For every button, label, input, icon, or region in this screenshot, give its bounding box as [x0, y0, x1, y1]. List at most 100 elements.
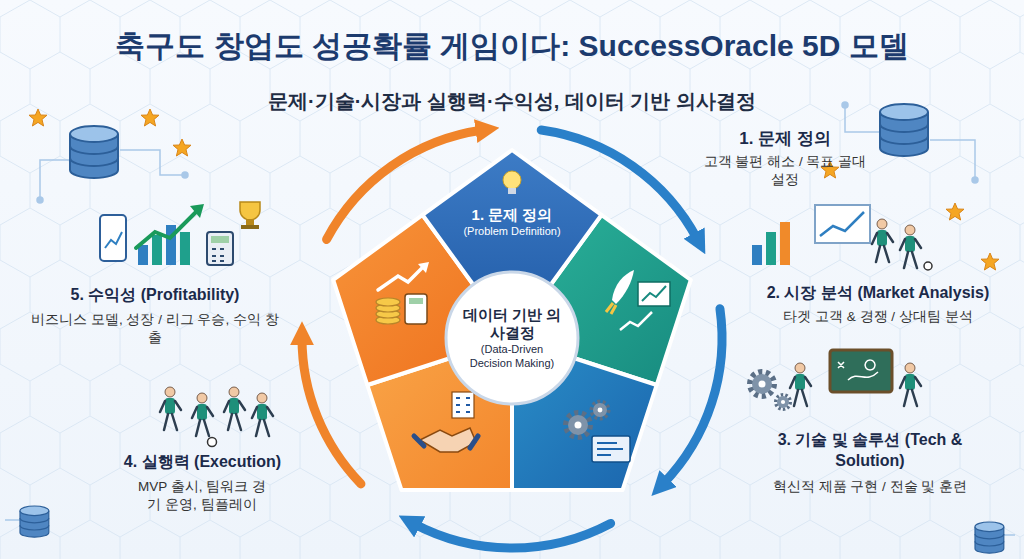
circuit-lines [972, 177, 978, 183]
profit-icon [376, 262, 429, 324]
rocket-icon [606, 303, 616, 314]
rocket-icon [620, 312, 652, 330]
growth-chart-icon [241, 225, 259, 229]
database-icon [880, 104, 928, 156]
tech-solution-icon [830, 350, 892, 392]
database-icon [975, 522, 1004, 553]
soccer-players [208, 438, 217, 447]
handshake-icon [452, 392, 474, 418]
growth-chart-icon [211, 236, 229, 243]
lightbulb-icon [508, 188, 516, 194]
soccer-players [224, 387, 245, 430]
center-circle-shape [446, 272, 578, 404]
circuit-lines [182, 172, 188, 178]
growth-chart-icon [100, 202, 260, 265]
node-heading: 데이터 기반 의사결정 [460, 306, 564, 344]
segment-icons [376, 262, 670, 462]
growth-chart-icon [180, 232, 190, 265]
star-icon [29, 109, 47, 126]
step-heading: 5. 수익성 (Profitability) [30, 285, 280, 306]
step-heading: 1. 문제 정의 [695, 128, 875, 150]
circuit-lines [842, 102, 848, 108]
market-analysis-icon [752, 245, 762, 265]
step-description: 타겟 고객 & 경쟁 / 상대팀 분석 [742, 308, 1014, 326]
profit-icon [409, 298, 423, 304]
growth-chart-icon [152, 235, 162, 265]
market-analysis-icon [780, 222, 790, 265]
market-analysis-icon [900, 225, 921, 268]
database-icon [20, 506, 49, 537]
cycle-arrows [302, 130, 722, 548]
step-description: 비즈니스 모델, 성장 / 리그 우승, 수익 창출 [30, 311, 280, 346]
tech-solution-icon [750, 350, 921, 409]
cycle-arrow [302, 338, 361, 484]
star-icon [141, 109, 159, 126]
lightbulb-icon [503, 171, 521, 189]
growth-chart-icon [138, 245, 148, 265]
profit-icon [378, 266, 424, 290]
profit-icon [376, 298, 400, 306]
step-description: 고객 불편 해소 / 목표 골대 설정 [695, 153, 875, 188]
market-analysis-icon [766, 232, 776, 265]
step-description: MVP 출시, 팀워크 경기 운영, 팀플레이 [132, 478, 272, 513]
star-icon [173, 139, 191, 156]
growth-chart-icon [100, 215, 126, 261]
tech-solution-icon [790, 363, 811, 406]
growth-chart-icon [212, 249, 224, 261]
profit-icon [405, 294, 427, 324]
circuit-lines [5, 519, 20, 521]
subtitle: 문제·기술·시장과 실행력·수익성, 데이터 기반 의사결정 [112, 88, 912, 114]
market-analysis-icon [924, 262, 932, 270]
handshake-icon [414, 436, 478, 448]
cycle-arrow [413, 523, 610, 548]
market-analysis-icon [872, 219, 893, 262]
node-heading: 1. 문제 정의 [432, 206, 592, 225]
title: 축구도 창업도 성공확률 게임이다: SuccessOracle 5D 모델 [115, 26, 909, 67]
circuit-lines [5, 102, 1015, 535]
gear-icon [566, 402, 630, 462]
circuit-lines [845, 105, 880, 132]
tech-solution-icon [838, 360, 878, 380]
gear-icon [566, 413, 590, 437]
growth-chart-icon [190, 204, 204, 218]
rocket-icon [606, 270, 670, 330]
handshake-icon [414, 392, 478, 452]
gear-icon [592, 402, 609, 419]
star-icon [946, 203, 964, 220]
node-subtitle: (Problem Definition) [432, 225, 592, 239]
center-circle: 데이터 기반 의사결정(Data-Driven Decision Making) [444, 270, 580, 406]
soccer-players [160, 387, 273, 447]
rocket-icon [638, 282, 670, 306]
gear-icon [597, 443, 623, 455]
circuit-lines [40, 160, 70, 200]
soccer-players [192, 393, 213, 436]
step-heading: 2. 시장 분석 (Market Analysis) [742, 283, 1014, 304]
tech-solution-icon [900, 363, 921, 406]
circuit-lines [37, 197, 43, 203]
star-icon [981, 253, 999, 270]
step-heading: 4. 실행력 (Execution) [100, 452, 305, 473]
cycle-arrow [663, 309, 722, 484]
soccer-players [252, 393, 273, 436]
growth-chart-icon [105, 232, 122, 248]
market-analysis-icon [815, 205, 870, 243]
rocket-icon [642, 286, 666, 301]
profit-icon [418, 262, 429, 273]
rocket-icon [612, 270, 634, 304]
step-heading: 3. 기술 및 솔루션 (Tech & Solution) [745, 430, 995, 472]
market-analysis-icon [752, 205, 932, 270]
database-icon [20, 104, 1004, 553]
growth-chart-icon [240, 202, 260, 220]
lightbulb-icon [503, 171, 521, 194]
database-icon [70, 126, 118, 178]
tech-solution-icon [776, 395, 790, 409]
growth-chart-icon [246, 219, 254, 225]
circuit-lines [120, 150, 185, 175]
growth-chart-icon [207, 232, 233, 265]
growth-chart-icon [136, 212, 196, 248]
gear-icon [592, 436, 630, 462]
handshake-icon [456, 398, 470, 412]
node-subtitle: (Data-Driven Decision Making) [460, 343, 564, 371]
market-analysis-icon [820, 212, 864, 236]
